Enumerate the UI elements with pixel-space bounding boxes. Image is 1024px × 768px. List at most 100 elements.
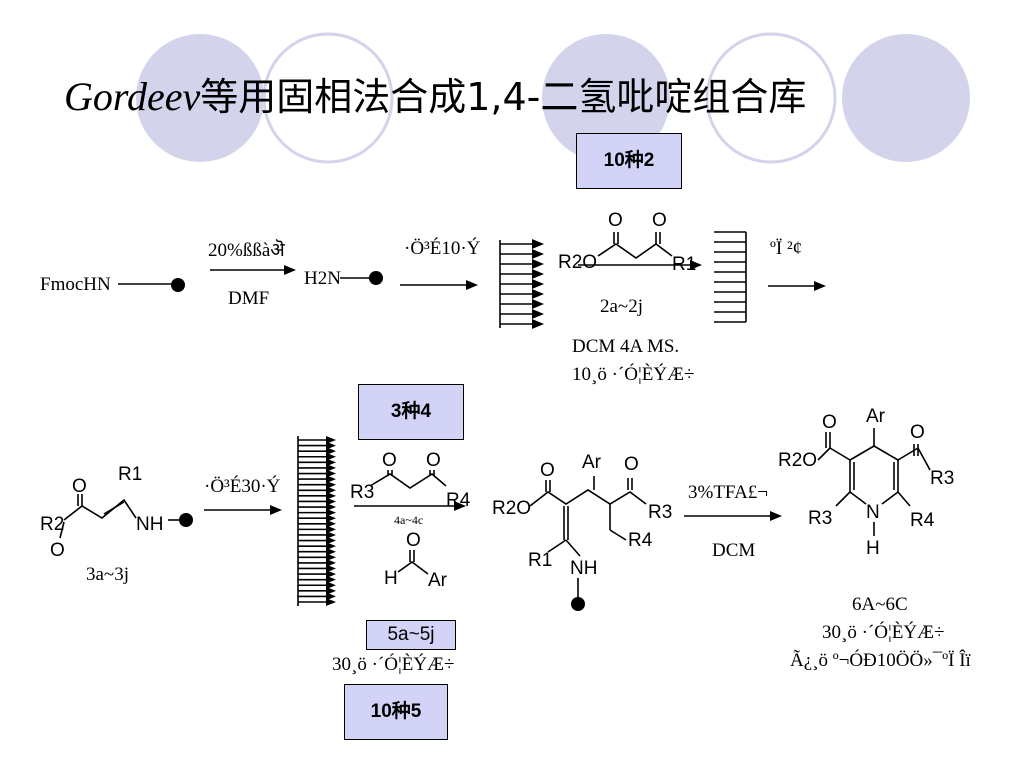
- svg-text:R3: R3: [648, 502, 672, 523]
- split-arrow-head: [326, 503, 336, 512]
- split-arrows-10: [499, 239, 544, 329]
- condition-solvent: DCM 4A MS.: [572, 336, 679, 357]
- split-arrow-head: [326, 592, 336, 601]
- resin-bead: [369, 271, 383, 285]
- svg-text:O: O: [426, 450, 441, 471]
- split-arrow-head: [326, 536, 336, 545]
- svg-text:R2O: R2O: [492, 498, 531, 519]
- box-aldehydes-5: 5a~5j: [366, 620, 456, 650]
- product-vessels: 30¸ö ·´Ó¦ÈÝÆ÷: [822, 621, 944, 643]
- title-text: 等用固相法合成1,4-二氢吡啶组合库: [200, 75, 807, 119]
- amine-label: H2N: [304, 268, 341, 289]
- compound-2-label: 2a~2j: [600, 296, 643, 317]
- svg-text:R2: R2: [40, 514, 64, 535]
- arrow-split-30-label: ·Ö³É30·Ý: [204, 475, 281, 497]
- ketoester-structure: R2O O O R1: [558, 210, 702, 275]
- deco-circle: [842, 34, 970, 162]
- svg-text:H: H: [866, 538, 880, 559]
- svg-text:R1: R1: [528, 550, 552, 571]
- svg-text:R3: R3: [350, 482, 374, 503]
- split-arrow-head: [326, 553, 336, 562]
- product-description: Ã¿¸ö º¬ÓÐ10ÖÖ»¯ºÏ Îï: [790, 649, 972, 671]
- arrow-head: [770, 511, 782, 521]
- svg-text:O: O: [50, 540, 65, 561]
- arrow1-reagent: 20%ßßàऄ: [208, 238, 285, 261]
- compound-3-label: 3a~3j: [86, 564, 129, 585]
- arrow2-label: ·Ö³É10·Ý: [404, 237, 481, 259]
- split-arrow-head: [326, 497, 336, 506]
- split-arrow-head: [326, 547, 336, 556]
- svg-text:R4: R4: [910, 510, 935, 531]
- resin-bead: [179, 513, 193, 527]
- deco-circle: [262, 32, 394, 164]
- intermediate-structure: O Ar O R2O R3 R4 R1 NH: [492, 452, 672, 598]
- arrow-head: [284, 265, 296, 275]
- arrow-head: [814, 281, 826, 291]
- split-arrow-head: [326, 458, 336, 467]
- svg-text:Ar: Ar: [428, 570, 448, 591]
- split-arrow-head: [326, 469, 336, 478]
- split-arrow-head: [326, 586, 336, 595]
- svg-text:NH: NH: [570, 558, 597, 579]
- split-arrow-head: [326, 542, 336, 551]
- split-arrow-head: [326, 581, 336, 590]
- svg-text:N: N: [866, 502, 880, 523]
- svg-text:R3: R3: [930, 468, 954, 489]
- diketone-structure: O O R3 R4: [350, 450, 471, 511]
- split-arrow-head: [326, 570, 336, 579]
- split-arrow-head: [326, 441, 336, 450]
- svg-text:R3: R3: [808, 508, 832, 529]
- arrow-head: [270, 505, 282, 515]
- split-arrow-head: [326, 480, 336, 489]
- split-arrow-head: [326, 508, 336, 517]
- svg-text:O: O: [72, 476, 87, 497]
- arrow-head: [466, 280, 478, 290]
- split-arrow-head: [326, 463, 336, 472]
- deco-circle: [136, 34, 264, 162]
- svg-text:Ar: Ar: [866, 406, 886, 427]
- split-arrow-head: [326, 475, 336, 484]
- dihydropyridine-structure: O Ar O R2O R3 R3 N H R4: [778, 406, 954, 559]
- svg-text:O: O: [540, 460, 555, 481]
- compound-4-label: 4a~4c: [394, 513, 423, 527]
- svg-text:H: H: [384, 568, 398, 589]
- svg-text:O: O: [822, 412, 837, 433]
- svg-text:O: O: [382, 450, 397, 471]
- resin-bead: [171, 278, 185, 292]
- split-arrow-head: [326, 519, 336, 528]
- svg-text:R2O: R2O: [558, 252, 597, 273]
- arrow4-solvent: DCM: [712, 540, 755, 561]
- split-arrow-head: [326, 514, 336, 523]
- split-arrow-head: [326, 452, 336, 461]
- split-arrows-30: [297, 436, 336, 606]
- svg-text:R2O: R2O: [778, 450, 817, 471]
- box-10-compounds-2: 10种2: [576, 133, 682, 189]
- split-arrow-head: [326, 491, 336, 500]
- split-arrow-head: [326, 436, 336, 444]
- product-label: 6A~6C: [852, 594, 908, 615]
- svg-text:R1: R1: [118, 464, 142, 485]
- reaction-count-label: 30¸ö ·´Ó¦ÈÝÆ÷: [332, 653, 454, 675]
- split-arrow-head: [326, 447, 336, 456]
- title-author: Gordeev: [64, 74, 201, 119]
- deco-circle: [705, 32, 837, 164]
- enaminone-structure: O R1 R2 O NH: [40, 464, 180, 561]
- svg-text:Ar: Ar: [582, 452, 602, 473]
- merge-bracket: [714, 231, 747, 323]
- aldehyde-structure: O H Ar: [384, 530, 448, 591]
- svg-text:O: O: [624, 454, 639, 475]
- svg-text:O: O: [910, 422, 925, 443]
- box-3-compounds-4: 3种4: [358, 384, 464, 440]
- arrow4-reagent: 3%TFA£¬: [688, 482, 768, 503]
- split-arrow-head: [326, 558, 336, 567]
- svg-text:R4: R4: [628, 530, 653, 551]
- svg-text:O: O: [608, 210, 623, 231]
- resin-bead: [571, 597, 585, 611]
- box-10-compounds-5: 10种5: [344, 684, 448, 740]
- svg-text:O: O: [406, 530, 421, 551]
- condition-vessels: 10¸ö ·´Ó¦ÈÝÆ÷: [572, 363, 694, 385]
- arrow3-label: ºÏ ²¢: [770, 238, 802, 259]
- split-arrow-head: [326, 564, 336, 573]
- split-arrow-head: [326, 486, 336, 495]
